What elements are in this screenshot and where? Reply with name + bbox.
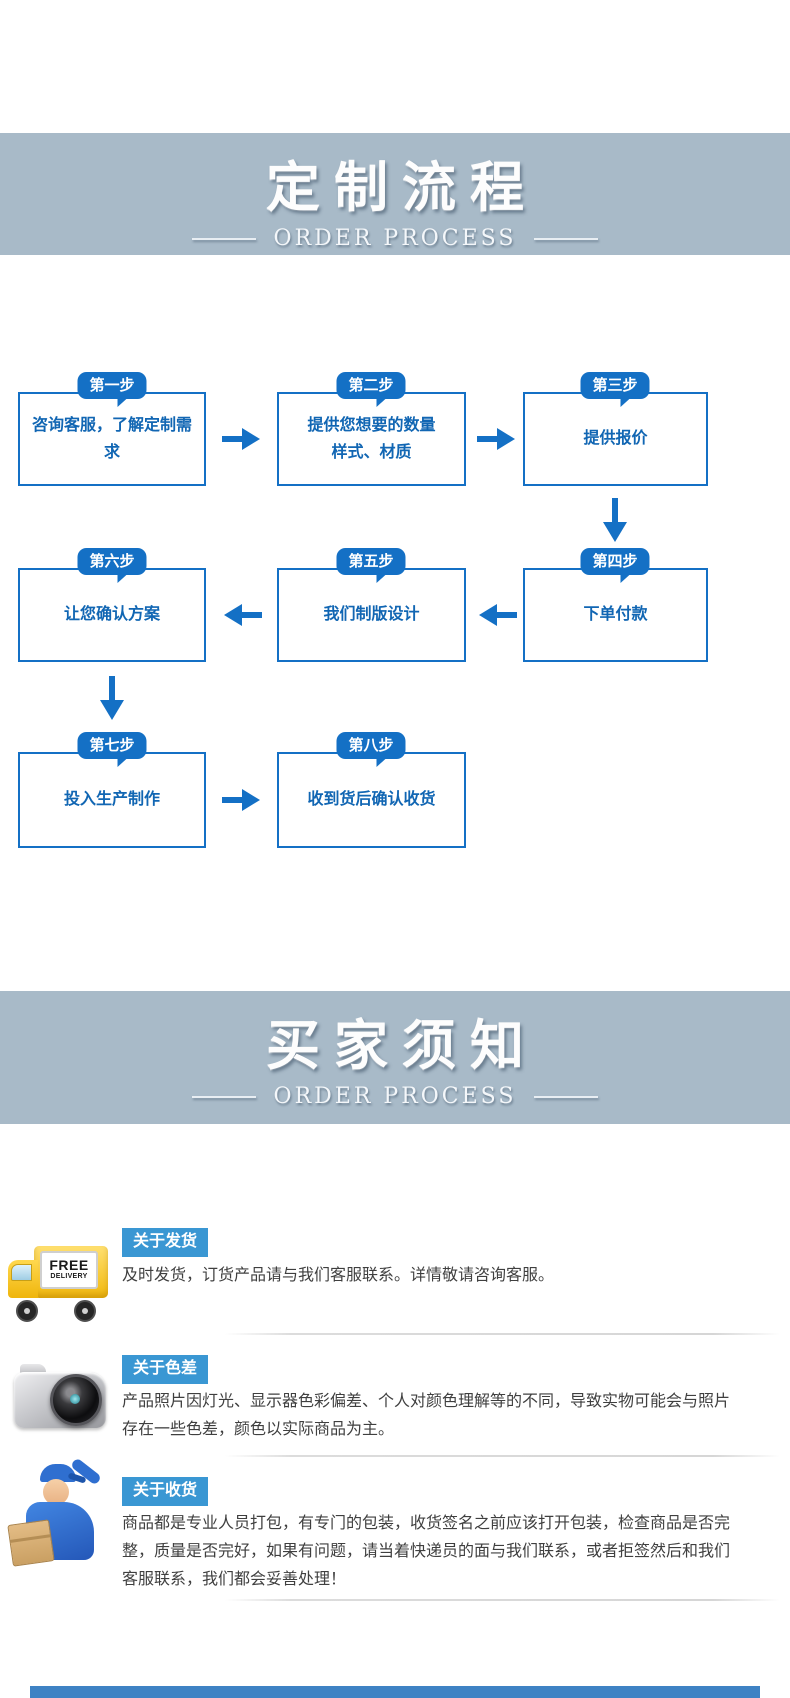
order-process-subtitle: ORDER PROCESS bbox=[273, 226, 517, 251]
buyer-notice-banner: 买家须知 ORDER PROCESS bbox=[0, 991, 790, 1124]
delivery-truck-icon: FREE DELIVERY bbox=[8, 1246, 114, 1322]
buyer-notice-subtitle: ORDER PROCESS bbox=[273, 1084, 517, 1109]
section-divider bbox=[225, 1599, 780, 1601]
section-divider bbox=[225, 1455, 780, 1457]
section-divider bbox=[225, 1333, 780, 1335]
color-notice-text: 产品照片因灯光、显示器色彩偏差、个人对颜色理解等的不同，导致实物可能会与照片存在… bbox=[122, 1393, 731, 1438]
truck-cab bbox=[8, 1260, 38, 1298]
step-7-text: 投入生产制作 bbox=[63, 791, 160, 809]
step-4-box: 下单付款 bbox=[523, 568, 708, 662]
decorative-line-right bbox=[534, 237, 599, 240]
arrow-left-icon bbox=[477, 601, 517, 629]
decorative-line-left bbox=[191, 237, 256, 240]
free-delivery-sign: FREE DELIVERY bbox=[40, 1251, 98, 1289]
step-2-box: 提供您想要的数量 样式、材质 bbox=[277, 392, 466, 486]
step-8-box: 收到货后确认收货 bbox=[277, 752, 466, 848]
step-3-box: 提供报价 bbox=[523, 392, 708, 486]
step-5-text: 我们制版设计 bbox=[323, 606, 420, 624]
order-process-subtitle-row: ORDER PROCESS bbox=[0, 226, 790, 251]
truck-window bbox=[11, 1264, 32, 1281]
step-6-badge: 第六步 bbox=[77, 548, 147, 583]
buyer-notice-title: 买家须知 bbox=[266, 1016, 538, 1076]
receiving-notice-text: 商品都是专业人员打包，有专门的包装，收货签名之前应该打开包装，检查商品是否完整，… bbox=[122, 1515, 731, 1588]
camera-icon bbox=[14, 1362, 106, 1432]
step-6-text: 让您确认方案 bbox=[63, 606, 160, 624]
shipping-notice-text: 及时发货，订货产品请与我们客服联系。详情敬请咨询客服。 bbox=[122, 1267, 555, 1284]
arrow-right-icon bbox=[477, 425, 517, 453]
courier-icon bbox=[7, 1457, 110, 1572]
step-5-badge: 第五步 bbox=[336, 548, 406, 583]
arrow-left-icon bbox=[222, 601, 262, 629]
courier-face bbox=[43, 1479, 69, 1505]
step-5-box: 我们制版设计 bbox=[277, 568, 466, 662]
buyer-notice-subtitle-row: ORDER PROCESS bbox=[0, 1084, 790, 1109]
step-2-text: 提供您想要的数量 样式、材质 bbox=[307, 416, 436, 461]
truck-wheel bbox=[74, 1300, 96, 1322]
step-7-badge: 第七步 bbox=[77, 732, 147, 767]
step-4-text: 下单付款 bbox=[583, 606, 648, 624]
free-delivery-sign-line1: FREE bbox=[49, 1256, 89, 1273]
decorative-line-left bbox=[191, 1095, 256, 1098]
order-process-title: 定制流程 bbox=[266, 158, 538, 218]
order-process-banner: 定制流程 ORDER PROCESS bbox=[0, 133, 790, 255]
step-2-badge: 第二步 bbox=[336, 372, 406, 407]
free-delivery-sign-line2: DELIVERY bbox=[50, 1272, 88, 1280]
step-3-text: 提供报价 bbox=[583, 430, 648, 448]
step-1-text: 咨询客服，了解定制需求 bbox=[31, 416, 192, 461]
bottom-accent-bar bbox=[30, 1686, 760, 1698]
courier-parcel-box bbox=[7, 1519, 55, 1567]
truck-wheel bbox=[16, 1300, 38, 1322]
step-7-box: 投入生产制作 bbox=[18, 752, 206, 848]
decorative-line-right bbox=[534, 1095, 599, 1098]
step-1-badge: 第一步 bbox=[77, 372, 147, 407]
arrow-right-icon bbox=[222, 786, 262, 814]
camera-lens-glint bbox=[70, 1394, 80, 1404]
step-1-box: 咨询客服，了解定制需求 bbox=[18, 392, 206, 486]
arrow-right-icon bbox=[222, 425, 262, 453]
truck-cargo: FREE DELIVERY bbox=[34, 1246, 108, 1298]
step-8-text: 收到货后确认收货 bbox=[307, 791, 436, 809]
courier-cap bbox=[40, 1464, 76, 1482]
arrow-down-icon bbox=[98, 676, 126, 722]
color-notice-label: 关于色差 bbox=[122, 1355, 209, 1384]
shipping-notice-label: 关于发货 bbox=[122, 1228, 209, 1257]
step-6-box: 让您确认方案 bbox=[18, 568, 206, 662]
step-4-badge: 第四步 bbox=[580, 548, 650, 583]
receiving-notice-label: 关于收货 bbox=[122, 1477, 209, 1506]
arrow-down-icon bbox=[601, 498, 629, 544]
step-3-badge: 第三步 bbox=[580, 372, 650, 407]
step-8-badge: 第八步 bbox=[336, 732, 406, 767]
